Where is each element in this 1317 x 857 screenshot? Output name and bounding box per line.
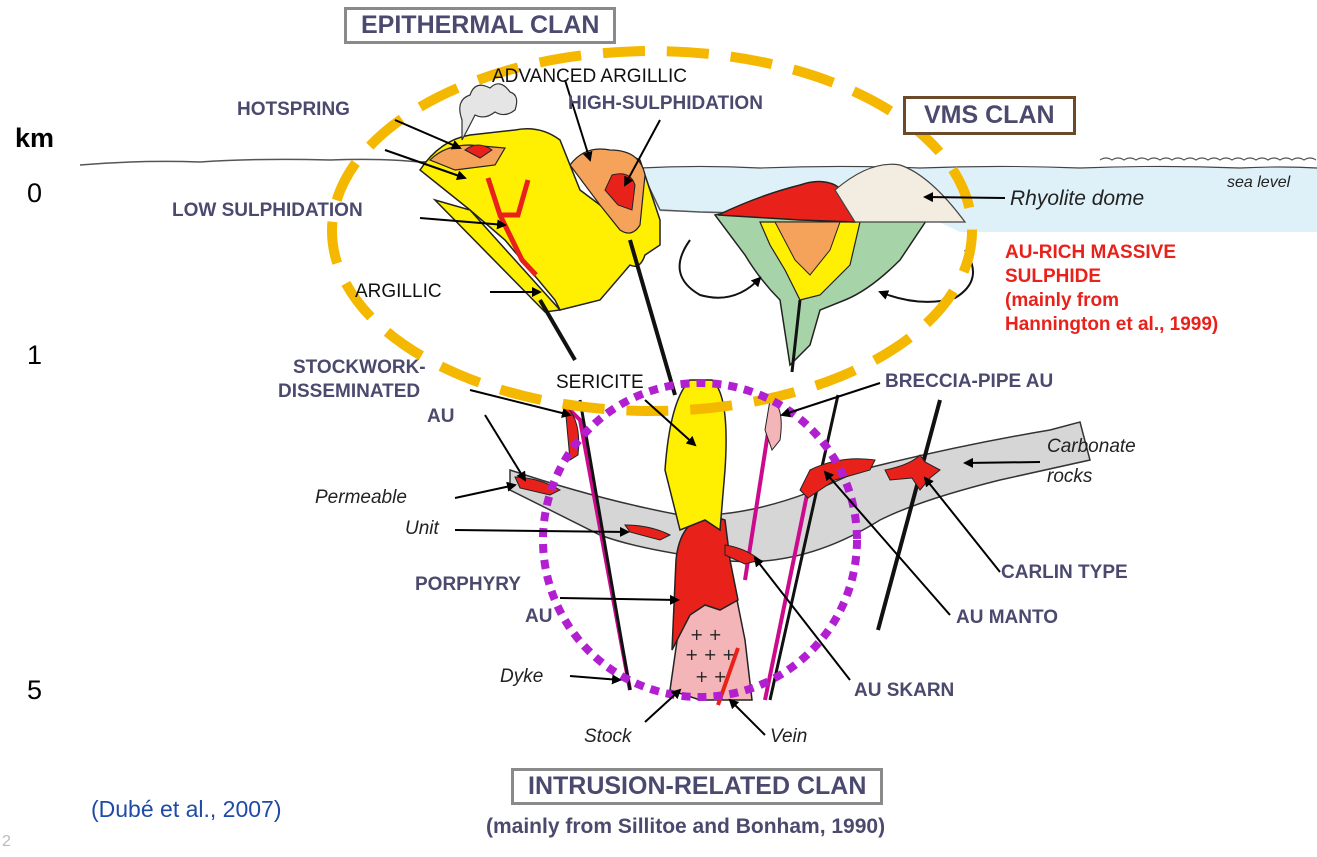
carlin-type-label: CARLIN TYPE bbox=[1001, 562, 1128, 584]
breccia-pipe-label: BRECCIA-PIPE AU bbox=[885, 371, 1053, 393]
depth-unit: km bbox=[15, 123, 54, 154]
vms-clan-box: VMS CLAN bbox=[903, 96, 1076, 135]
stockwork-line-2: DISSEMINATED bbox=[278, 381, 420, 403]
au-skarn-label: AU SKARN bbox=[854, 680, 954, 702]
epithermal-clan-box: EPITHERMAL CLAN bbox=[344, 7, 616, 44]
porphyry-line-2: AU bbox=[525, 606, 552, 628]
depth-tick-0: 0 bbox=[27, 178, 42, 209]
porphyry-line-1: PORPHYRY bbox=[415, 574, 521, 596]
svg-text:+ +: + + bbox=[695, 667, 727, 686]
sea-level-label: sea level bbox=[1227, 174, 1290, 192]
au-rich-line-2: SULPHIDE bbox=[1005, 266, 1101, 288]
hotspring-label: HOTSPRING bbox=[237, 99, 350, 121]
low-sulphidation-label: LOW SULPHIDATION bbox=[172, 200, 363, 222]
intrusion-clan-box: INTRUSION-RELATED CLAN bbox=[511, 768, 883, 805]
svg-text:+ + +: + + + bbox=[685, 645, 735, 664]
intrusion-clan-title: INTRUSION-RELATED CLAN bbox=[528, 772, 866, 800]
vein-label: Vein bbox=[770, 726, 807, 748]
stockwork-line-1: STOCKWORK- bbox=[293, 357, 426, 379]
page-number: 2 bbox=[2, 833, 11, 851]
stock-texture: + + bbox=[690, 625, 722, 644]
au-rich-line-4: Hannington et al., 1999) bbox=[1005, 314, 1218, 336]
au-manto-label: AU MANTO bbox=[956, 607, 1058, 629]
au-rich-line-1: AU-RICH MASSIVE bbox=[1005, 242, 1176, 264]
citation: (Dubé et al., 2007) bbox=[91, 796, 282, 822]
argillic-label: ARGILLIC bbox=[355, 281, 442, 303]
vms-clan-title: VMS CLAN bbox=[924, 101, 1055, 129]
stockwork-line-3: AU bbox=[427, 406, 454, 428]
high-sulphidation-label: HIGH-SULPHIDATION bbox=[568, 93, 763, 115]
stock-label: Stock bbox=[584, 726, 632, 748]
sericite-label: SERICITE bbox=[556, 372, 644, 394]
advanced-argillic-label: ADVANCED ARGILLIC bbox=[492, 66, 687, 88]
depth-tick-1: 1 bbox=[27, 340, 42, 371]
dyke-label: Dyke bbox=[500, 666, 543, 688]
epithermal-clan-title: EPITHERMAL CLAN bbox=[361, 11, 599, 39]
au-rich-line-3: (mainly from bbox=[1005, 290, 1119, 312]
rhyolite-dome-label: Rhyolite dome bbox=[1010, 187, 1144, 211]
depth-tick-5: 5 bbox=[27, 675, 42, 706]
permeable-label-2: Unit bbox=[405, 518, 439, 540]
intrusion-clan-source: (mainly from Sillitoe and Bonham, 1990) bbox=[486, 815, 885, 839]
carbonate-label-2: rocks bbox=[1047, 466, 1092, 488]
dyke-1 bbox=[570, 410, 630, 690]
carbonate-label-1: Carbonate bbox=[1047, 436, 1136, 458]
sea-waves bbox=[1100, 158, 1316, 160]
sea-surface bbox=[640, 167, 1317, 169]
permeable-label-1: Permeable bbox=[315, 487, 407, 509]
